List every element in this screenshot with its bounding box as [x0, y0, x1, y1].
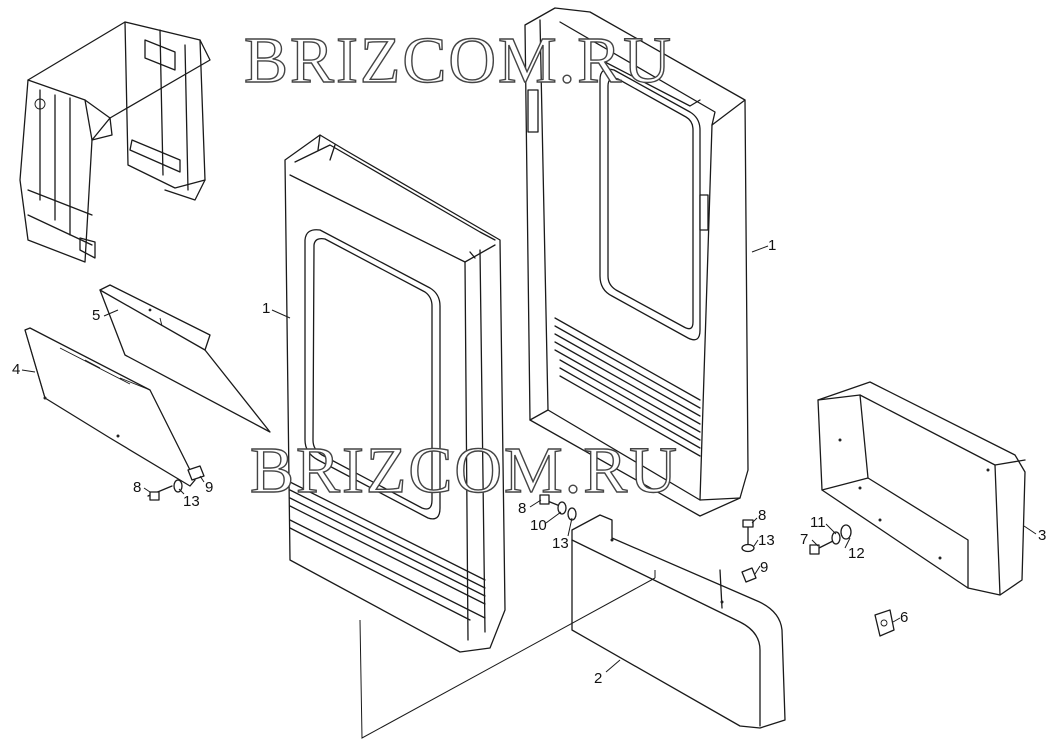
callout-5: 5 [92, 307, 100, 324]
watermark-middle: BRIZCOM.RU [250, 434, 679, 507]
part-1-rear-door [524, 7, 749, 517]
callout-8-right: 8 [758, 507, 766, 524]
bolt-group-7-11-12 [809, 524, 852, 555]
part-4-panel [24, 327, 196, 487]
callout-3: 3 [1038, 527, 1046, 544]
part-3-box [817, 381, 1026, 596]
callout-9-right: 9 [760, 559, 768, 576]
callout-13-middle: 13 [552, 535, 569, 552]
callout-10: 10 [530, 517, 547, 534]
callout-1-rear: 1 [768, 237, 776, 254]
part-5-panel [99, 284, 271, 433]
part-2-lower-cover [571, 514, 786, 729]
right-fastener-group [741, 519, 757, 583]
callout-8-left: 8 [133, 479, 141, 496]
assembly-lines [359, 570, 656, 739]
callout-6: 6 [900, 609, 908, 626]
middle-fastener-group [539, 494, 577, 521]
callout-8-middle: 8 [518, 500, 526, 517]
callout-7: 7 [800, 531, 808, 548]
callout-4: 4 [12, 361, 20, 378]
callout-labels: 1 1 5 4 8 13 9 8 10 13 8 13 9 7 11 12 6 … [12, 237, 1046, 687]
frame-assembly [19, 21, 211, 263]
callout-11: 11 [810, 514, 826, 531]
callout-9-left: 9 [205, 479, 213, 496]
watermark-top: BRIZCOM.RU [244, 24, 673, 97]
callout-leaders [21, 245, 1037, 673]
callout-1-front: 1 [262, 300, 270, 317]
callout-13-left: 13 [183, 493, 200, 510]
part-1-front-door [284, 134, 506, 653]
callout-2: 2 [594, 670, 602, 687]
callout-12: 12 [848, 545, 865, 562]
part-6-clip-nut [874, 609, 895, 637]
callout-13-right: 13 [758, 532, 775, 549]
